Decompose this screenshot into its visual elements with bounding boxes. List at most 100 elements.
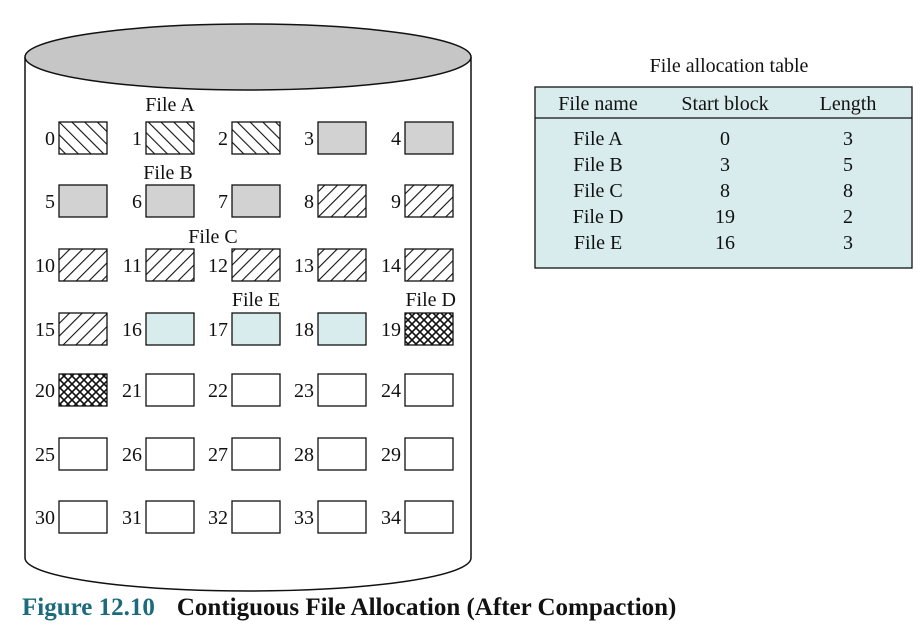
block-number: 30 [35,507,55,529]
table-title: File allocation table [650,55,809,77]
block-number: 33 [294,507,314,529]
block-cell [317,373,367,407]
figure-title: Contiguous File Allocation (After Compac… [176,594,677,621]
block-number: 29 [381,444,401,466]
disk-block: 16 [122,312,195,346]
disk-block: 3 [304,121,367,155]
table-cell: 3 [720,154,730,176]
disk-block: 18 [294,312,367,346]
table-header-cell: Length [820,93,877,115]
block-number: 34 [381,507,401,529]
disk-top [24,23,472,91]
block-cell [404,121,454,155]
table-cell: 8 [720,180,730,202]
disk-block: 29 [381,437,454,471]
block-number: 17 [208,319,228,341]
file-label: File D [405,289,456,311]
table-header-cell: File name [558,93,638,115]
table-row: File E 16 3 [574,232,853,254]
block-cell [404,437,454,471]
block-number: 18 [294,319,314,341]
disk-block: 31 [122,500,195,534]
table-cell: File D [573,206,624,228]
block-cell [231,373,281,407]
block-cell [145,184,195,218]
block-cell [231,248,281,282]
table-cell: 3 [843,128,853,150]
block-number: 32 [208,507,228,529]
table-cell: 0 [720,128,730,150]
block-number: 22 [208,380,228,402]
block-cell [317,121,367,155]
block-number: 11 [123,255,142,277]
table-cell: 2 [843,206,853,228]
table-cell: File B [573,154,622,176]
table-cell: 5 [843,154,853,176]
block-cell [317,437,367,471]
block-cell [317,184,367,218]
block-cell [317,312,367,346]
block-number: 21 [122,380,142,402]
disk-block: 33 [294,500,367,534]
block-number: 20 [35,380,55,402]
block-number: 15 [35,319,55,341]
block-number: 0 [45,128,55,150]
block-cell [145,500,195,534]
block-cell [145,248,195,282]
block-cell [58,437,108,471]
disk-block: 8 [304,184,367,218]
disk-block: 12 [208,248,281,282]
file-label: File C [188,226,237,248]
block-cell [58,184,108,218]
block-number: 10 [35,255,55,277]
disk-block: 32 [208,500,281,534]
block-number: 13 [294,255,314,277]
table-cell: 8 [843,180,853,202]
table-row: File D 19 2 [573,206,853,228]
disk-block: 28 [294,437,367,471]
disk-block: 4 [391,121,454,155]
disk-block: 34 [381,500,454,534]
block-cell [145,312,195,346]
disk-block: 7 [218,184,281,218]
disk-block: 24 [381,373,454,407]
block-cell [231,437,281,471]
block-cell [58,500,108,534]
block-number: 19 [381,319,401,341]
block-number: 3 [304,128,314,150]
block-number: 28 [294,444,314,466]
block-cell [58,373,108,407]
table-cell: 16 [715,232,735,254]
table-cell: File E [574,232,622,254]
block-number: 25 [35,444,55,466]
disk-block: 2 [218,121,281,155]
block-cell [231,184,281,218]
block-cell [231,500,281,534]
table-cell: 19 [715,206,735,228]
disk-block: 17 [208,312,281,346]
table-row: File C 8 8 [573,180,853,202]
block-cell [404,312,454,346]
disk-block: 1 [132,121,195,155]
disk-block: 13 [294,248,367,282]
disk-block: 0 [45,121,108,155]
table-cell: 3 [843,232,853,254]
block-number: 7 [218,191,228,213]
block-cell [317,248,367,282]
block-number: 27 [208,444,228,466]
block-cell [404,373,454,407]
block-number: 6 [132,191,142,213]
block-cell [231,312,281,346]
block-number: 16 [122,319,142,341]
disk-block: 14 [381,248,454,282]
block-number: 5 [45,191,55,213]
disk-block: 20 [35,373,108,407]
disk-block: 30 [35,500,108,534]
block-cell [58,248,108,282]
table-cell: File C [573,180,622,202]
block-number: 4 [391,128,401,150]
